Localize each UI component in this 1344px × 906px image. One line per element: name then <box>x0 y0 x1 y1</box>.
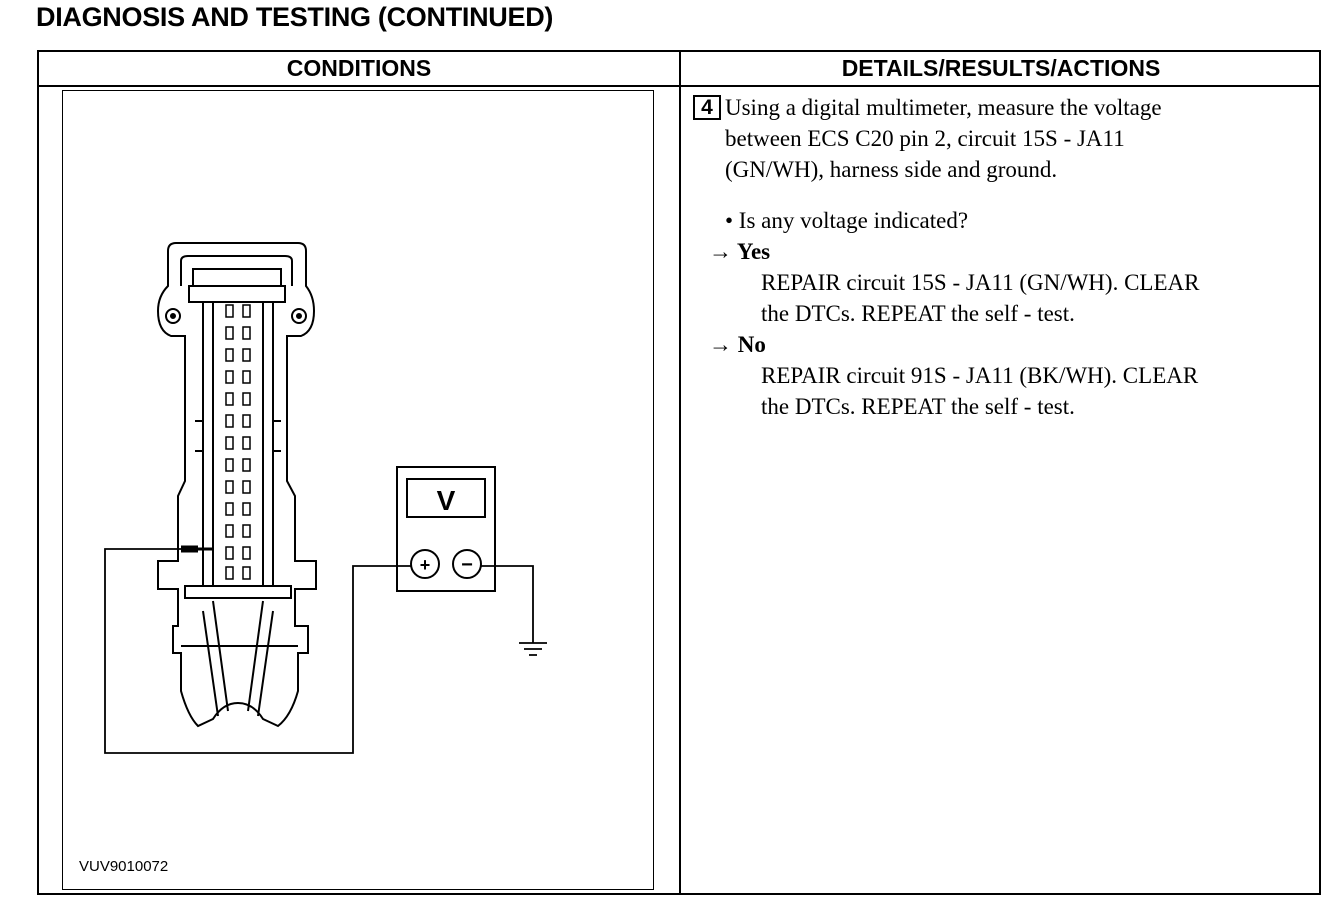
ground-icon <box>519 642 547 656</box>
answer-yes-action: REPAIR circuit 15S - JA11 (GN/WH). CLEAR <box>761 270 1200 295</box>
answer-yes-label: → Yes <box>709 239 771 264</box>
details-header: DETAILS/RESULTS/ACTIONS <box>841 55 1161 81</box>
diagnosis-table: CONDITIONS DETAILS/RESULTS/ACTIONS <box>37 50 1321 895</box>
figure-id: VUV9010072 <box>79 858 169 875</box>
multimeter-icon: V + − <box>396 466 496 592</box>
instruction-line: (GN/WH), harness side and ground. <box>725 157 1058 182</box>
details-content: 4 Using a digital multimeter, measure th… <box>689 92 1309 422</box>
conditions-header: CONDITIONS <box>286 55 432 81</box>
multimeter-connector-diagram: V + − <box>104 242 547 754</box>
test-leads <box>104 548 534 754</box>
answer-no-label: → No <box>709 332 766 357</box>
instruction-line: between ECS C20 pin 2, circuit 15S - JA1… <box>725 126 1125 151</box>
step-question: • Is any voltage indicated? <box>725 208 969 233</box>
minus-terminal-icon: − <box>461 554 473 576</box>
page-title: DIAGNOSIS AND TESTING (CONTINUED) <box>36 2 554 32</box>
connector-icon <box>156 242 317 728</box>
step-instruction: 4 Using a digital multimeter, measure th… <box>689 92 1309 185</box>
answer-no-action: the DTCs. REPEAT the self - test. <box>761 394 1075 419</box>
meter-display-label: V <box>437 485 456 516</box>
answer-no-action: REPAIR circuit 91S - JA11 (BK/WH). CLEAR <box>761 363 1199 388</box>
instruction-line: Using a digital multimeter, measure the … <box>725 95 1162 120</box>
column-divider <box>679 52 681 893</box>
plus-terminal-icon: + <box>420 555 431 575</box>
header-rule <box>39 85 1319 87</box>
step-number-badge: 4 <box>693 95 721 120</box>
conditions-figure: V + − VUV9010072 <box>62 90 654 890</box>
answer-yes-action: the DTCs. REPEAT the self - test. <box>761 301 1075 326</box>
